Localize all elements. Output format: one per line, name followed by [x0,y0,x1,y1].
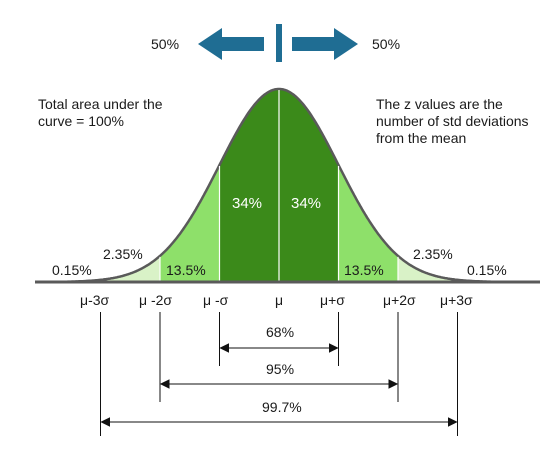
tick-label-plus-3-sigma: μ+3σ [440,292,473,308]
range-guides [100,312,458,436]
region-tail-left [100,255,160,282]
tick-label-minus-2-sigma: μ -2σ [139,292,173,308]
curve-outline [40,87,535,284]
two-sigma-range-label: 95% [266,361,295,377]
center-divider [276,24,282,62]
tail-right-label: 2.35% [413,246,453,262]
band-right-label: 13.5% [344,262,384,278]
tick-label-minus-1-sigma: μ -σ [203,292,229,308]
tick-label-minus-3-sigma: μ-3σ [80,292,110,308]
z-values-note: The z values are the number of std devia… [376,96,529,146]
tick-label-mean: μ [275,292,284,308]
arrowhead-icon [219,343,229,353]
arrowhead-icon [448,417,458,427]
outer-right-label: 0.15% [467,262,507,278]
arrowhead-icon [388,379,399,389]
band-left-label: 13.5% [166,262,206,278]
three-sigma-range-label: 99.7% [262,399,302,415]
center-right-label: 34% [291,195,322,212]
left-percent-label: 50% [151,36,180,52]
tick-label-plus-2-sigma: μ+2σ [383,292,416,308]
center-left-label: 34% [232,195,263,212]
outer-left-label: 0.15% [52,262,92,278]
region-tail-right [398,255,458,282]
one-sigma-range-label: 68% [266,324,295,340]
arrowhead-icon [159,379,170,389]
tick-label-plus-1-sigma: μ+σ [320,292,345,308]
arrowhead-icon [100,417,110,427]
tail-left-label: 2.35% [103,246,143,262]
right-percent-label: 50% [372,36,401,52]
arrowhead-icon [329,343,339,353]
total-area-note: Total area under the curve = 100% [38,96,163,129]
left-arrow-icon [198,28,264,60]
right-arrow-icon [292,28,358,60]
